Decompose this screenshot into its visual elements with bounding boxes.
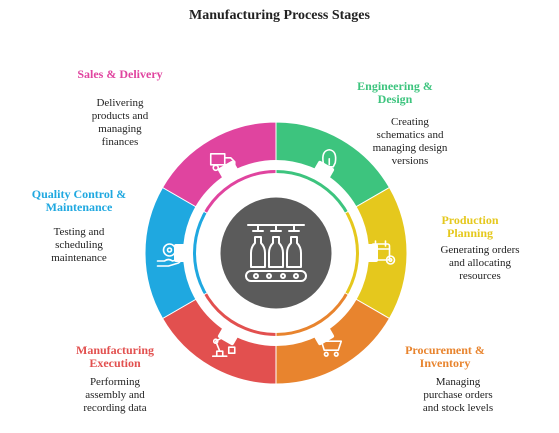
stage-quality-title: Quality Control & Maintenance (31, 187, 127, 214)
gear-tooth (217, 160, 242, 185)
stage-procurement-title: Procurement & Inventory (405, 343, 485, 370)
stage-quality-desc: Testing and scheduling maintenance (51, 226, 107, 264)
stage-procurement-block: Procurement & Inventory Managing purchas… (380, 344, 520, 415)
stage-sales-title: Sales & Delivery (77, 67, 163, 81)
stage-execution-block: Manufacturing Execution Performing assem… (50, 344, 180, 415)
stage-engineering-block: Engineering & Design Creating schematics… (330, 80, 460, 168)
gear-hand-icon (156, 243, 182, 267)
stage-quality-block: Quality Control & Maintenance Testing an… (14, 188, 144, 265)
center-hub (217, 194, 335, 312)
stage-procurement-desc: Managing purchase orders and stock level… (422, 376, 494, 414)
gear-tooth (310, 321, 335, 346)
stage-execution-title: Manufacturing Execution (76, 343, 154, 370)
gear-tooth (217, 321, 242, 346)
stage-engineering-desc: Creating schematics and managing design … (372, 116, 448, 167)
truck-icon (209, 152, 236, 172)
gear-tooth (174, 244, 192, 262)
stage-production-desc: Generating orders and allocating resourc… (440, 244, 520, 282)
factory-bottles-icon (245, 224, 307, 282)
stage-sales-desc: Delivering products and managing finance… (91, 97, 149, 148)
stage-sales-block: Sales & Delivery Delivering products and… (55, 68, 185, 149)
lightbulb-icon (322, 148, 337, 174)
stage-execution-desc: Performing assembly and recording data (83, 376, 147, 414)
cart-icon (315, 336, 343, 357)
diagram-title: Manufacturing Process Stages (189, 8, 370, 23)
stage-engineering-title: Engineering & Design (357, 79, 433, 106)
stage-production-title: Production Planning (441, 213, 499, 240)
stage-production-block: Production Planning Generating orders an… (410, 214, 550, 283)
robot-arm-icon (211, 331, 236, 358)
calendar-gear-icon (370, 240, 396, 265)
